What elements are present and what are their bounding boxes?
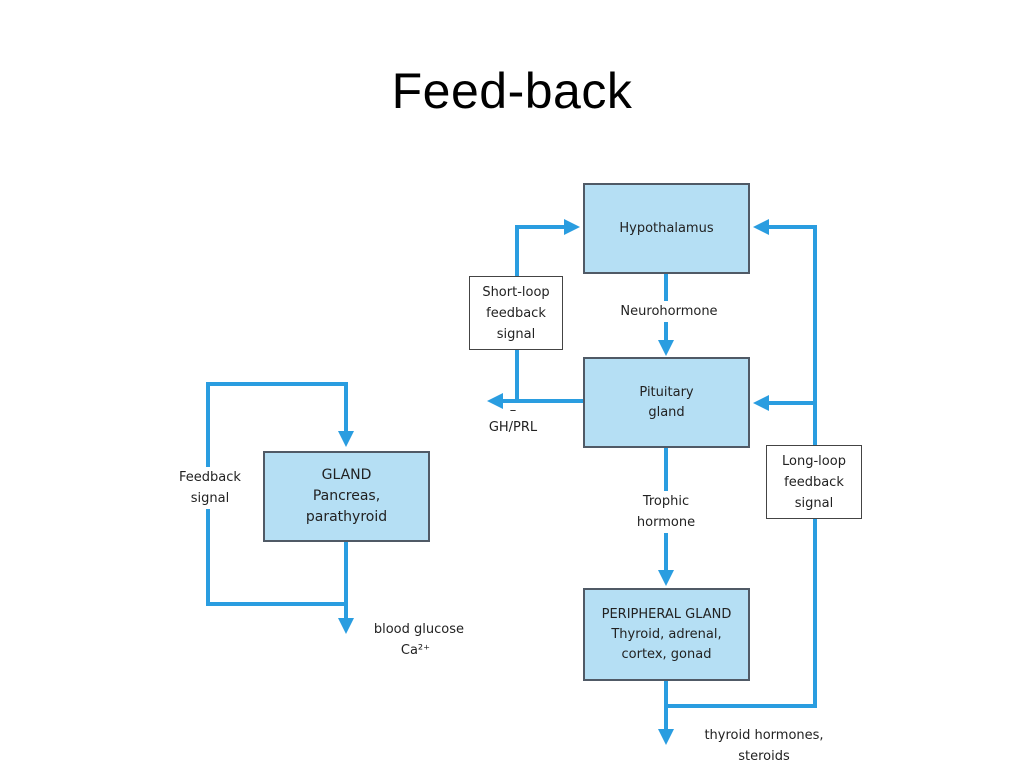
long-loop-box: Long-loop feedback signal (766, 445, 862, 519)
thyroid-hormones-label: thyroid hormones, steroids (704, 728, 824, 764)
hypothalamus-box: Hypothalamus (583, 183, 750, 274)
pituitary-box: Pituitary gland (583, 357, 750, 448)
gland-examples-1: Pancreas, (312, 488, 381, 504)
short-loop-box: Short-loop feedback signal (469, 276, 563, 350)
trophic-hormone-label: Trophic hormone (619, 491, 713, 533)
gland-title: GLAND (321, 467, 372, 483)
peripheral-gland-box: PERIPHERAL GLAND Thyroid, adrenal, corte… (583, 588, 750, 681)
slide-title: Feed-back (391, 63, 633, 119)
neurohormone-label: Neurohormone (606, 301, 732, 322)
gland-box: GLAND Pancreas, parathyroid (263, 451, 430, 542)
left-feedback-loop-arrow (206, 382, 354, 606)
gh-prl-label: – GH/PRL (488, 403, 538, 435)
feedback-signal-label: Feedback signal (166, 467, 254, 509)
blood-glucose-label: blood glucose Ca²⁺ (373, 622, 464, 658)
gland-examples-2: parathyroid (305, 509, 388, 525)
